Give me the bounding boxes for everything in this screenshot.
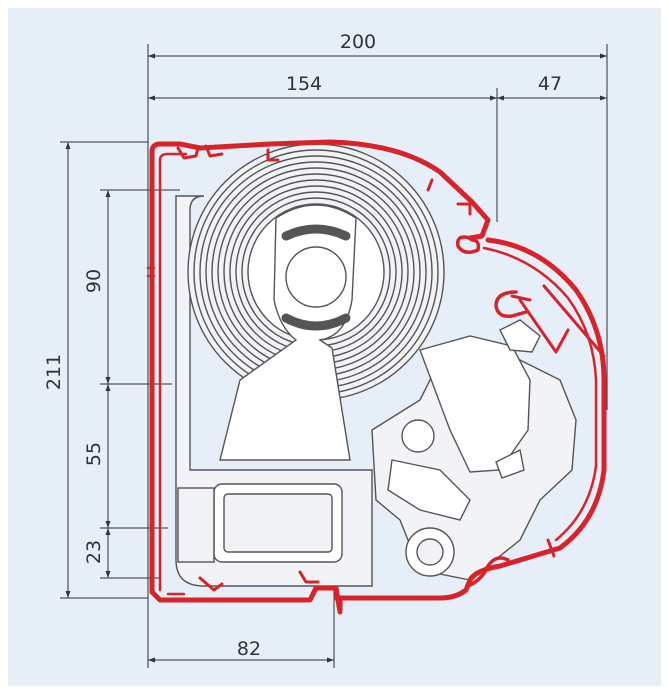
dim-total-width: 200 (340, 31, 376, 53)
arm-hinge (371, 319, 577, 581)
inner-mechanism (175, 143, 577, 587)
dim-arm-width: 47 (538, 73, 562, 95)
cassette-profile (146, 139, 607, 615)
dim-bottom-width: 82 (237, 638, 261, 660)
dim-lower-height: 23 (83, 540, 105, 564)
dim-middle-height: 55 (83, 442, 105, 466)
dimension-lines (60, 44, 608, 668)
dim-box-width: 154 (286, 73, 322, 95)
dim-upper-height: 90 (83, 269, 105, 293)
dim-total-height: 211 (43, 354, 65, 390)
